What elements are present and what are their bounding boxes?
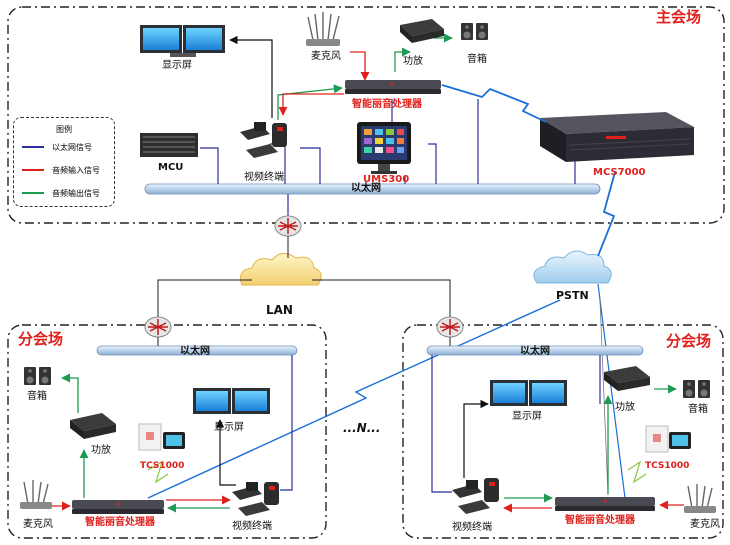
main-site-title: 主会场	[656, 8, 702, 26]
main-speaker-label: 音箱	[467, 54, 487, 65]
left-tcs-label: TCS1000	[140, 461, 185, 471]
left-display-label: 显示屏	[214, 422, 244, 433]
mcs-processor-link	[441, 84, 547, 123]
left-tcs-icon	[138, 423, 185, 451]
mcs-pstn-link	[597, 171, 616, 257]
n-sites-label: ...N...	[343, 421, 381, 435]
main-speaker-icon	[461, 23, 488, 40]
pstn-right-link	[597, 283, 626, 499]
lan-cloud	[239, 253, 322, 286]
right-site-title: 分会场	[666, 332, 712, 350]
left-ethernet-label: 以太网	[180, 346, 210, 357]
legend-item-audio-out: 音频输出信号	[22, 188, 110, 198]
left-processor-icon	[72, 500, 164, 514]
left-processor-label: 智能丽音处理器	[85, 517, 155, 528]
main-processor-label: 智能丽音处理器	[352, 99, 422, 110]
left-speaker-icon	[24, 367, 51, 385]
right-processor-label: 智能丽音处理器	[565, 515, 635, 526]
main-video-terminal-label: 视频终端	[244, 172, 284, 183]
left-amp-icon	[70, 413, 116, 439]
left-video-terminal-label: 视频终端	[232, 521, 272, 532]
main-ethernet-label: 以太网	[351, 183, 381, 194]
left-speaker-label: 音箱	[27, 391, 47, 402]
left-mic-label: 麦克风	[23, 519, 53, 530]
legend: 图例 以太网信号 音频输入信号 音频输出信号	[13, 117, 115, 207]
right-ethernet-bus	[426, 345, 644, 356]
legend-title: 图例	[56, 125, 72, 134]
left-display-icon	[193, 388, 270, 414]
left-site-title: 分会场	[18, 330, 64, 348]
main-ethernet-bus	[144, 183, 601, 195]
pstn-label: PSTN	[556, 289, 589, 302]
legend-swatch	[22, 169, 44, 171]
main-amp-label: 功放	[403, 56, 423, 67]
right-amp-icon	[604, 366, 650, 391]
legend-label: 音频输出信号	[52, 189, 100, 198]
ums-icon	[357, 122, 411, 174]
main-display-label: 显示屏	[162, 60, 192, 71]
right-tcs-icon	[645, 425, 691, 453]
right-router-icon	[436, 316, 464, 338]
right-display-label: 显示屏	[512, 411, 542, 422]
right-processor-icon	[555, 497, 655, 511]
right-mic-label: 麦克风	[690, 519, 720, 530]
legend-item-audio-in: 音频输入信号	[22, 165, 110, 175]
main-processor-icon	[345, 80, 441, 94]
mcu-icon	[140, 133, 198, 157]
right-speaker-label: 音箱	[688, 404, 708, 415]
mcu-label: MCU	[158, 162, 184, 173]
pstn-cloud	[533, 250, 612, 284]
lan-label: LAN	[266, 303, 293, 317]
left-site-frame	[7, 324, 327, 539]
mcs-icon	[540, 112, 694, 162]
main-mic-icon	[306, 12, 340, 46]
right-site-frame	[402, 324, 724, 539]
right-ethernet-label: 以太网	[520, 346, 550, 357]
mcs-label: MCS7000	[593, 167, 646, 178]
main-router-icon	[274, 215, 302, 237]
right-mic-icon	[684, 484, 716, 513]
main-video-terminal-icon	[240, 122, 287, 158]
legend-item-ethernet: 以太网信号	[22, 142, 110, 152]
left-mic-icon	[20, 480, 52, 509]
legend-swatch	[22, 192, 44, 194]
right-display-icon	[490, 380, 567, 406]
right-video-terminal-icon	[452, 478, 499, 514]
legend-label: 以太网信号	[52, 143, 92, 152]
left-router-icon	[144, 316, 172, 338]
left-ethernet-bus	[96, 345, 298, 356]
main-site-frame	[7, 6, 725, 224]
right-video-terminal-label: 视频终端	[452, 522, 492, 533]
right-speaker-icon	[683, 380, 710, 398]
left-amp-label: 功放	[91, 445, 111, 456]
main-display-icon	[140, 25, 225, 57]
left-video-terminal-icon	[232, 482, 279, 516]
legend-label: 音频输入信号	[52, 166, 100, 175]
main-amp-icon	[400, 19, 444, 43]
legend-swatch	[22, 146, 44, 148]
right-amp-label: 功放	[615, 402, 635, 413]
main-mic-label: 麦克风	[311, 51, 341, 62]
right-tcs-label: TCS1000	[645, 461, 690, 471]
ums-label: UMS300	[363, 174, 410, 185]
